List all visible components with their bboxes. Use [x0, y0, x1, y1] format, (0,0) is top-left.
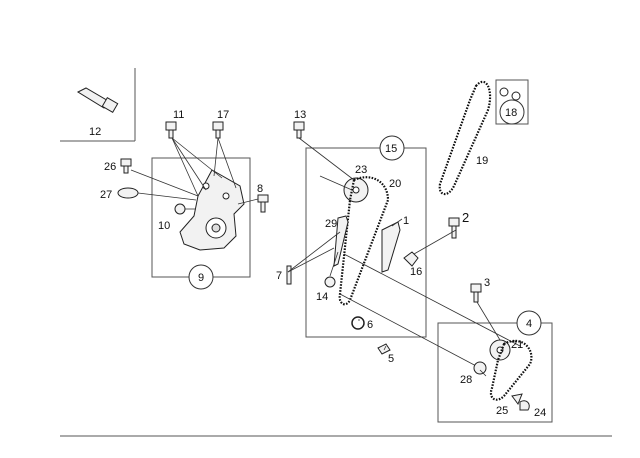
- label-7: 7: [276, 270, 282, 282]
- chain-guide-1: [381, 221, 401, 273]
- group-callout-4: [516, 310, 542, 336]
- label-23: 23: [355, 164, 367, 176]
- label-21: 21: [511, 339, 523, 351]
- sprocket-28: [473, 361, 487, 375]
- bolt-11: [165, 121, 177, 139]
- part-24: [519, 400, 530, 411]
- group-callout-9: [188, 264, 214, 290]
- label-9: 9: [198, 272, 204, 284]
- ring-6: [351, 316, 365, 330]
- label-29: 29: [325, 218, 337, 230]
- seal-10: [174, 203, 186, 215]
- engine-cover-part: [179, 169, 245, 251]
- label-26: 26: [104, 161, 116, 173]
- leader-lines-group-4: [476, 301, 501, 377]
- label-4: 4: [526, 318, 532, 330]
- label-2: 2: [462, 210, 469, 225]
- label-15: 15: [385, 143, 397, 155]
- bolt-26: [120, 158, 132, 174]
- box-4: [437, 322, 553, 423]
- label-6: 6: [367, 319, 373, 331]
- group-callout-15: [379, 135, 405, 161]
- o-ring-27: [117, 187, 139, 199]
- label-28: 28: [460, 374, 472, 386]
- bolt-17: [212, 121, 224, 139]
- label-11: 11: [173, 109, 184, 121]
- chain-19: [438, 80, 492, 196]
- label-12: 12: [89, 126, 101, 138]
- timing-chain-20: [338, 176, 390, 306]
- box-12-corner: [60, 68, 136, 142]
- guide-25: [511, 393, 523, 406]
- sealant-tube-part: [76, 87, 119, 114]
- clip-5: [377, 343, 391, 355]
- box-15: [305, 147, 427, 338]
- label-17: 17: [217, 109, 229, 121]
- label-1: 1: [403, 215, 409, 227]
- label-16: 16: [410, 266, 422, 278]
- bolt-3: [470, 283, 482, 303]
- label-18: 18: [505, 107, 517, 119]
- bolt-8: [257, 194, 269, 213]
- label-3: 3: [484, 277, 490, 289]
- bolt-2: [448, 217, 460, 239]
- label-20: 20: [389, 178, 401, 190]
- sprocket-14: [324, 276, 336, 288]
- label-25: 25: [496, 405, 508, 417]
- label-5: 5: [388, 353, 394, 365]
- bolt-13: [293, 121, 305, 139]
- leader-lines-group-15: [287, 137, 521, 369]
- label-8: 8: [257, 183, 263, 195]
- chain-link-18: [499, 87, 521, 101]
- label-10: 10: [158, 220, 170, 232]
- pin-7: [286, 265, 292, 285]
- leader-lines-group-9: [130, 137, 259, 210]
- label-19: 19: [476, 155, 488, 167]
- label-14: 14: [316, 291, 328, 303]
- chain-4: [489, 339, 533, 401]
- group-callout-18: [499, 99, 525, 125]
- label-13: 13: [294, 109, 306, 121]
- label-24: 24: [534, 407, 546, 419]
- tensioner-16: [403, 251, 419, 267]
- label-27: 27: [100, 189, 112, 201]
